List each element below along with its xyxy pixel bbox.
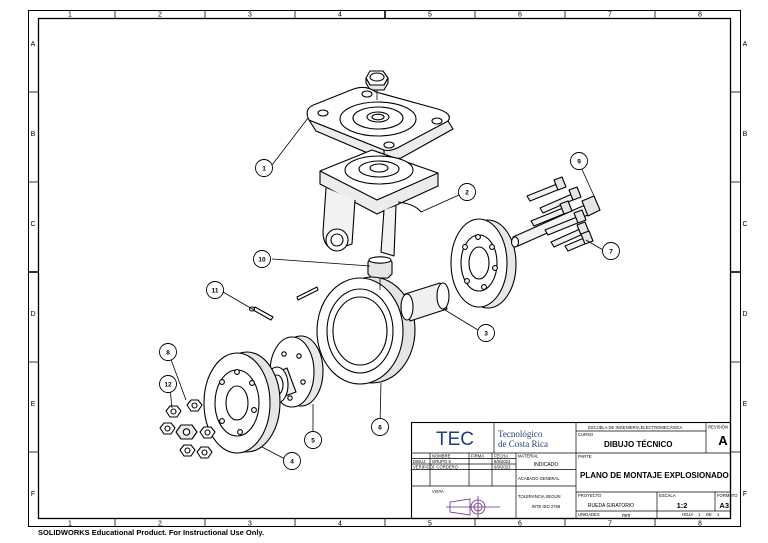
formato-label: FORMATO <box>717 493 738 498</box>
hoja-label: HOJA <box>682 512 693 517</box>
row-label-left: A <box>31 41 36 48</box>
parte-label: PARTE <box>578 454 592 459</box>
balloon-6: 6 <box>378 425 382 432</box>
col-label-top: 5 <box>428 12 432 19</box>
row2-name: J. CORDERO <box>432 465 459 470</box>
col-label-top: 1 <box>68 12 72 19</box>
tec-logo-letters: TEC <box>436 429 474 450</box>
unidades-value: mm <box>622 513 630 519</box>
parte-value: PLANO DE MONTAJE EXPLOSIONADO <box>580 471 729 480</box>
nuts-cluster-part <box>159 399 216 459</box>
col-fecha: FECHA <box>494 454 508 459</box>
col-nombre: NOMBRE <box>432 454 451 459</box>
row1-label: DIBUJ. <box>413 459 426 464</box>
material-label: MATERIAL <box>518 454 539 459</box>
tolerancia-value: INTE ISO 2768 <box>532 504 561 509</box>
de-label: DE <box>706 512 712 517</box>
col-label-top: 7 <box>608 12 612 19</box>
col-label-bottom: 7 <box>608 521 612 528</box>
tolerancia-label: TOLERANCIA SEGÚN <box>518 494 561 499</box>
solidworks-watermark: SOLIDWORKS Educational Product. For Inst… <box>38 528 265 537</box>
top-plate-part <box>306 86 454 161</box>
row-label-right: E <box>743 401 748 408</box>
balloon-8: 8 <box>166 350 170 357</box>
proyecto-label: PROYECTO <box>578 493 602 498</box>
projection-symbol-icon <box>446 496 500 518</box>
row1-name: GRUPO 5 <box>432 459 452 464</box>
row-label-left: C <box>30 221 35 228</box>
curso-label: CURSO <box>578 432 594 437</box>
balloon-11: 11 <box>212 288 219 295</box>
bolt-set-part <box>526 176 594 252</box>
grid-ticks <box>28 10 741 527</box>
proyecto-value: RUEDA GIRATORIO <box>588 503 634 509</box>
balloon-9: 9 <box>577 159 581 166</box>
balloon-1: 1 <box>262 166 266 173</box>
escala-value: 1:2 <box>677 501 688 510</box>
col-label-top: 2 <box>158 12 162 19</box>
balloon-3: 3 <box>484 331 488 338</box>
row-label-left: B <box>31 131 36 138</box>
right-hub-flange-part <box>450 218 517 309</box>
tec-logo-line2: de Costa Rica <box>498 439 548 449</box>
balloon-10: 10 <box>258 257 266 264</box>
col-label-bottom: 8 <box>698 521 702 528</box>
row-label-right: B <box>743 131 748 138</box>
title-block: TEC Tecnológico de Costa Rica ESCUELA DE… <box>410 421 738 520</box>
balloons <box>159 152 620 470</box>
col-label-bottom: 5 <box>428 521 432 528</box>
row-label-left: D <box>30 311 35 318</box>
axle-bolt-part <box>510 195 601 248</box>
row2-label: VERIFICÓ <box>413 465 434 470</box>
row-label-right: A <box>743 41 748 48</box>
col-label-top: 3 <box>248 12 252 19</box>
balloon-4: 4 <box>290 459 294 466</box>
balloon-leaders <box>169 117 604 460</box>
col-label-bottom: 1 <box>68 521 72 528</box>
cotter-pin-part <box>248 286 319 321</box>
balloon-5: 5 <box>311 438 315 445</box>
school-text: ESCUELA DE INGENIERIA ELECTROMECÁNICA <box>588 425 683 430</box>
vista-label: VISTA <box>432 489 444 494</box>
formato-value: A3 <box>719 501 729 510</box>
row-label-left: E <box>31 401 36 408</box>
col-label-bottom: 6 <box>518 521 522 528</box>
left-flange-part <box>203 351 281 454</box>
balloon-7: 7 <box>609 249 613 256</box>
row1-date: 6/9/2023 <box>494 459 511 464</box>
row2-date: 6/9/2023 <box>494 465 511 470</box>
col-label-top: 4 <box>338 12 342 19</box>
col-label-top: 6 <box>518 12 522 19</box>
row-label-right: C <box>742 221 747 228</box>
row-label-left: F <box>31 491 35 498</box>
col-firma: FIRMA <box>471 454 484 459</box>
col-label-bottom: 2 <box>158 521 162 528</box>
material-value: INDICADO <box>534 462 559 468</box>
revision-label: REVISIÓN <box>708 425 728 430</box>
col-label-bottom: 4 <box>338 521 342 528</box>
tec-logo-line1: Tecnológico <box>498 429 543 439</box>
wheel-part <box>316 276 416 385</box>
de-value: 1 <box>717 512 720 517</box>
spacer-tube-part <box>400 282 450 322</box>
fork-bracket-part <box>319 149 439 257</box>
escala-label: ESCALA <box>659 493 676 498</box>
col-label-bottom: 3 <box>248 521 252 528</box>
curso-value: DIBUJO TÉCNICO <box>604 440 672 449</box>
revision-value: A <box>718 433 728 448</box>
center-nut-part <box>367 256 393 279</box>
unidades-label: UNIDADES <box>578 512 600 517</box>
acabado-label: ACABADO GENERAL <box>518 476 560 481</box>
balloon-2: 2 <box>465 190 469 197</box>
explode-lines <box>376 90 381 290</box>
row-label-right: D <box>742 311 747 318</box>
col-label-top: 8 <box>698 12 702 19</box>
balloon-12: 12 <box>164 382 172 389</box>
top-nut-part <box>365 70 389 91</box>
row-label-right: F <box>743 491 747 498</box>
hoja-value: 1 <box>698 512 701 517</box>
